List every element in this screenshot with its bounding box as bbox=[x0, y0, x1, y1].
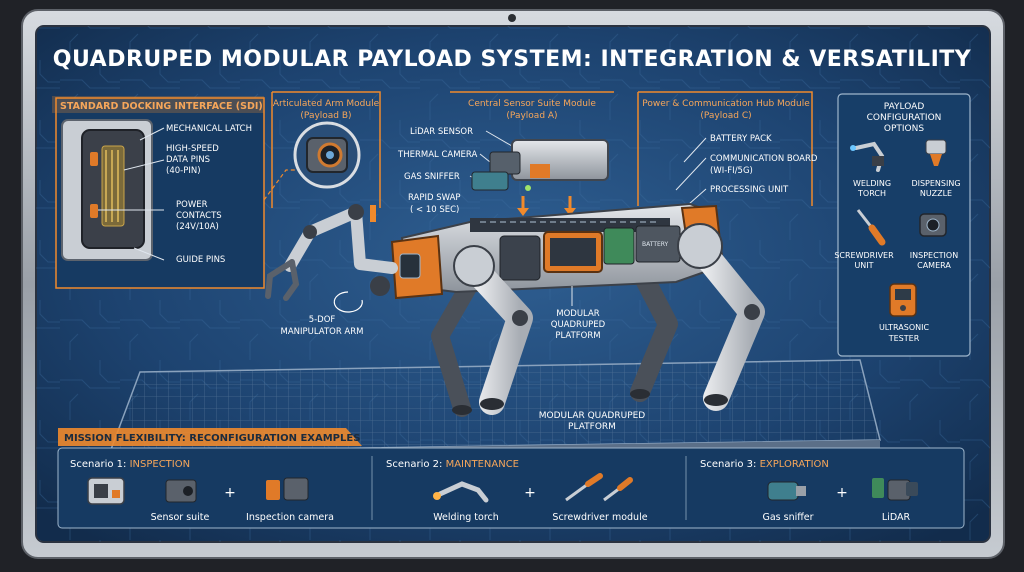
inspection-camera-icon bbox=[266, 477, 309, 501]
payload-b-title: Articulated Arm Module bbox=[273, 99, 380, 109]
arm-gripper bbox=[265, 259, 300, 301]
thermal-label: THERMAL CAMERA bbox=[397, 150, 477, 160]
scenario-2-item-a: Welding torch bbox=[433, 512, 499, 523]
floor-label-1: MODULAR QUADRUPED bbox=[539, 411, 646, 421]
sdi-heading: STANDARD DOCKING INTERFACE (SDI) bbox=[60, 101, 263, 112]
payload-b-subtitle: (Payload B) bbox=[300, 111, 351, 121]
comm-label-1: COMMUNICATION BOARD bbox=[710, 154, 818, 164]
lidar-label: LiDAR SENSOR bbox=[410, 127, 473, 137]
quadruped-robot: BATTERY bbox=[265, 202, 765, 417]
lidar-icon bbox=[489, 151, 521, 175]
inspection-label-1: INSPECTION bbox=[910, 251, 958, 260]
payload-a-box: Central Sensor Suite Module (Payload A) … bbox=[397, 91, 614, 216]
inspection-camera-icon bbox=[919, 213, 947, 237]
sdi-data-pins-label-3: (40-PIN) bbox=[166, 166, 201, 176]
sdi-data-pins-label-2: DATA PINS bbox=[166, 155, 210, 165]
arm-label-2: MANIPULATOR ARM bbox=[281, 327, 364, 337]
platform-label-3: PLATFORM bbox=[555, 331, 600, 341]
center-module-left bbox=[499, 235, 541, 281]
sdi-power-label-1: POWER bbox=[176, 200, 208, 210]
camera-icon bbox=[165, 479, 197, 503]
screwdriver-label-2: UNIT bbox=[854, 261, 873, 270]
battery-label: BATTERY PACK bbox=[710, 134, 772, 144]
sdi-latch-label: MECHANICAL LATCH bbox=[166, 124, 252, 134]
front-far-leg bbox=[431, 275, 479, 417]
sensor-suite-icon bbox=[87, 477, 125, 505]
scenario-3-item-a: Gas sniffer bbox=[762, 512, 813, 523]
options-title-3: OPTIONS bbox=[884, 124, 924, 134]
proc-label: PROCESSING UNIT bbox=[710, 185, 789, 195]
payload-c-title: Power & Communication Hub Module bbox=[642, 99, 810, 109]
rapid-swap-label-2: ( < 10 SEC) bbox=[410, 205, 459, 215]
options-title-2: CONFIGURATION bbox=[867, 113, 942, 123]
sdi-power-contact bbox=[90, 152, 98, 166]
sdi-power-contact bbox=[90, 204, 98, 218]
sdi-power-label-2: CONTACTS bbox=[176, 211, 222, 221]
welding-label-1: WELDING bbox=[853, 179, 891, 188]
scenario-1-item-b: Inspection camera bbox=[246, 512, 334, 523]
payload-b-box: Articulated Arm Module (Payload B) bbox=[271, 91, 381, 222]
gas-sniffer-icon bbox=[767, 481, 806, 501]
lidar-icon bbox=[872, 478, 918, 501]
platform-label-1: MODULAR bbox=[556, 309, 600, 319]
camera-dot bbox=[508, 14, 516, 22]
scenario-2-title: Scenario 2: MAINTENANCE bbox=[386, 459, 519, 470]
mission-heading-bar bbox=[58, 428, 362, 446]
scenario-2-item-b: Screwdriver module bbox=[552, 512, 647, 523]
payload-a-title: Central Sensor Suite Module bbox=[468, 99, 596, 109]
ultrasonic-tester-icon bbox=[889, 283, 917, 317]
payload-c-subtitle: (Payload C) bbox=[700, 111, 751, 121]
sdi-power-label-3: (24V/10A) bbox=[176, 222, 219, 232]
page-title: QUADRUPED MODULAR PAYLOAD SYSTEM: INTEGR… bbox=[53, 47, 972, 72]
screwdriver-icon bbox=[856, 209, 886, 246]
dispensing-nozzle-icon bbox=[925, 139, 947, 166]
payload-c-box: Power & Communication Hub Module (Payloa… bbox=[637, 91, 818, 213]
mission-heading: MISSION FLEXIBILITY: RECONFIGURATION EXA… bbox=[64, 433, 360, 444]
battery-tag: BATTERY bbox=[642, 241, 669, 248]
ultrasonic-label-1: ULTRASONIC bbox=[879, 323, 930, 332]
gas-sniffer-icon bbox=[471, 171, 509, 191]
scenario-3-title: Scenario 3: EXPLORATION bbox=[700, 459, 829, 470]
payload-options-panel: PAYLOAD CONFIGURATION OPTIONS WELDING TO… bbox=[834, 93, 971, 357]
options-title-1: PAYLOAD bbox=[884, 102, 925, 112]
plus-icon: + bbox=[836, 485, 848, 501]
rapid-swap-label-1: RAPID SWAP bbox=[408, 193, 461, 203]
welding-torch-icon bbox=[433, 481, 489, 503]
floor-label-2: PLATFORM bbox=[568, 422, 616, 432]
gas-label: GAS SNIFFER bbox=[404, 172, 460, 182]
rear-far-leg bbox=[630, 260, 678, 402]
scenario-1-item-a: Sensor suite bbox=[151, 512, 210, 523]
screwdriver-label-1: SCREWDRIVER bbox=[834, 251, 894, 260]
welding-label-2: TORCH bbox=[857, 189, 886, 198]
thermal-camera-icon bbox=[530, 164, 550, 178]
plus-icon: + bbox=[224, 485, 236, 501]
scenario-1-title: Scenario 1: INSPECTION bbox=[70, 459, 190, 470]
inspection-label-2: CAMERA bbox=[917, 261, 951, 270]
sdi-guide-label: GUIDE PINS bbox=[176, 255, 225, 265]
mission-panel bbox=[57, 447, 965, 529]
comm-label-2: (WI-FI/5G) bbox=[710, 166, 753, 176]
payload-a-subtitle: (Payload A) bbox=[506, 111, 557, 121]
scenario-3-item-b: LiDAR bbox=[882, 512, 911, 523]
platform-label-2: QUADRUPED bbox=[551, 320, 606, 330]
mission-section: MISSION FLEXIBILITY: RECONFIGURATION EXA… bbox=[57, 428, 965, 529]
dispensing-label-1: DISPENSING bbox=[911, 179, 960, 188]
screwdriver-icon bbox=[565, 473, 633, 502]
dispensing-label-2: NUZZLE bbox=[920, 189, 952, 198]
ultrasonic-label-2: TESTER bbox=[888, 334, 920, 343]
sensor-suite-module bbox=[511, 139, 609, 181]
welding-torch-icon bbox=[850, 141, 885, 172]
sdi-data-pins-label-1: HIGH-SPEED bbox=[166, 144, 219, 154]
plus-icon: + bbox=[524, 485, 536, 501]
arm-label-1: 5-DOF bbox=[309, 315, 336, 325]
sdi-panel: STANDARD DOCKING INTERFACE (SDI) MECHANI… bbox=[52, 96, 265, 289]
comm-board-module bbox=[603, 227, 635, 265]
head-camera-icon bbox=[399, 253, 421, 279]
